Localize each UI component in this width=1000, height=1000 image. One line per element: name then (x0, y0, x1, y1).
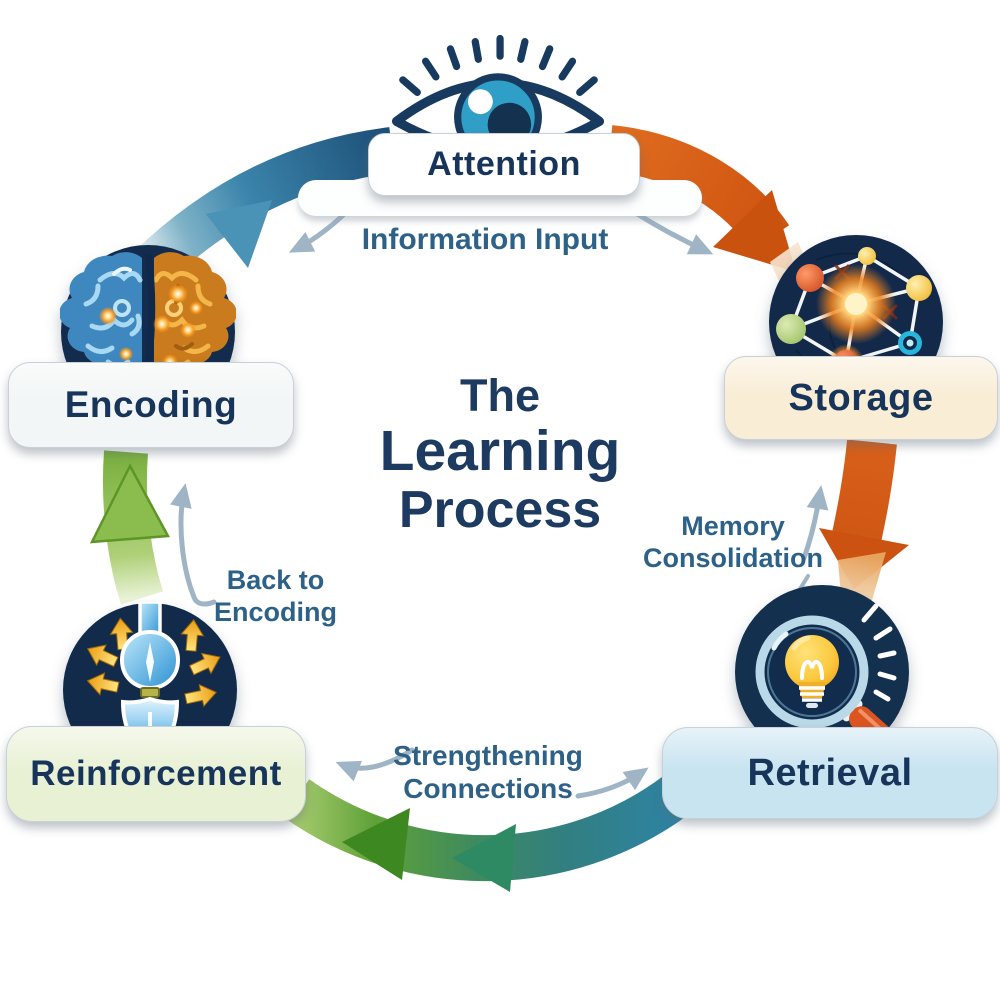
flow-label-strengthening-connections: Strengthening Connections (393, 740, 583, 805)
title-line-3: Process (398, 481, 602, 540)
title-line-1: The (459, 370, 540, 421)
attention-label: Attention (427, 145, 581, 183)
flow-label-memory-consolidation: Memory Consolidation (643, 511, 823, 573)
magnifier-bulb-icon (735, 585, 909, 759)
retrieval-card: Retrieval (662, 727, 998, 819)
reinforcement-label: Reinforcement (30, 754, 282, 793)
lightbulb (785, 635, 839, 708)
arrow-encoding-to-attention (132, 127, 395, 287)
storage-card: Storage (724, 356, 998, 440)
attention-card: Attention (368, 133, 640, 196)
flow-label-information-input: Information Input (361, 223, 609, 256)
thin-arrow-memory-up (801, 485, 829, 561)
title-line-2: Learning (379, 418, 621, 483)
thin-arrow-strength-right (575, 767, 649, 799)
retrieval-label: Retrieval (747, 751, 913, 794)
encoding-card: Encoding (8, 362, 294, 448)
flow-label-back-to-encoding: Back to Encoding (214, 565, 337, 627)
arrow-retrieval-to-reinforcement (282, 767, 703, 892)
thin-arrow-back-to-encoding (170, 483, 217, 607)
encoding-label: Encoding (64, 384, 238, 425)
reinforcement-card: Reinforcement (6, 726, 306, 822)
diagram-title: The Learning Process (330, 370, 670, 540)
thin-arrow-strength-left (335, 747, 415, 782)
arrow-reinforcement-to-encoding (89, 450, 171, 605)
storage-label: Storage (788, 376, 934, 419)
